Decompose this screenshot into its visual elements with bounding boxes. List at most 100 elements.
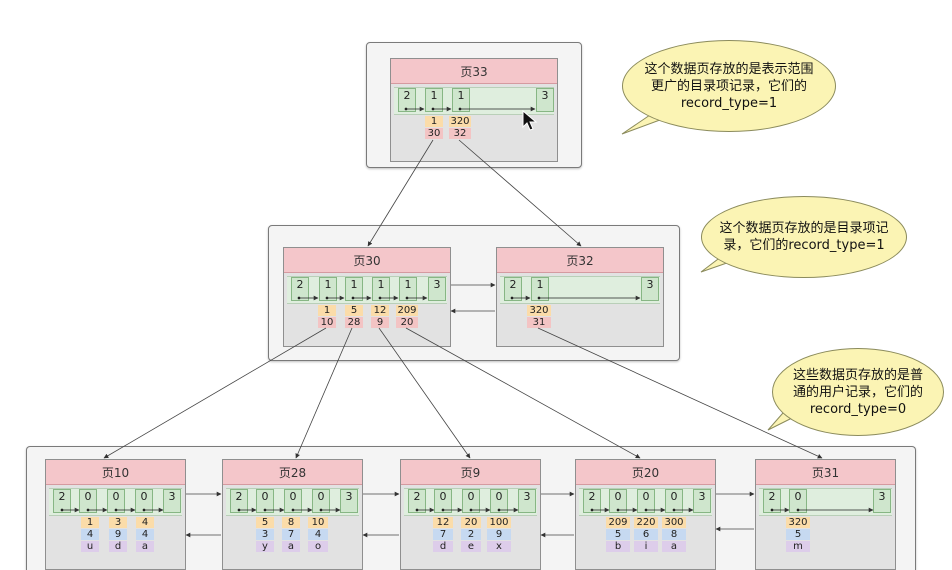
user-record-col-b: 7 [433, 529, 453, 540]
user-record-col-c: y [256, 541, 274, 552]
dir-entry-key: 209 [396, 305, 418, 316]
dir-entry-page: 30 [425, 128, 443, 139]
user-record-col-a: 3 [109, 517, 127, 528]
user-record-col-b: 3 [256, 529, 274, 540]
record: 1 [372, 277, 390, 301]
record-infimum: 2 [504, 277, 522, 301]
callout-root-text: 这个数据页存放的是表示范围更广的目录项记录，它们的record_type=1 [644, 61, 814, 111]
record: 1 [345, 277, 363, 301]
user-record-col-b: 6 [634, 529, 658, 540]
record: 1 [425, 88, 443, 112]
page-28-title: 页28 [223, 460, 362, 485]
user-record-col-b: 4 [81, 529, 99, 540]
user-record-col-b: 2 [461, 529, 481, 540]
dir-entry-key: 1 [425, 116, 443, 127]
record-supremum: 3 [693, 489, 711, 513]
user-record-col-b: 4 [136, 529, 154, 540]
record: 1 [399, 277, 417, 301]
record: 1 [531, 277, 549, 301]
page-31-title: 页31 [756, 460, 895, 485]
user-record-col-c: o [308, 541, 328, 552]
page-9-title: 页9 [401, 460, 540, 485]
record: 0 [79, 489, 97, 513]
record-infimum: 2 [408, 489, 426, 513]
user-record-col-b: 9 [109, 529, 127, 540]
user-record-col-c: a [662, 541, 686, 552]
callout-middle-text: 这个数据页存放的是目录项记录，它们的record_type=1 [719, 221, 889, 253]
user-record-col-a: 209 [606, 517, 630, 528]
user-record-col-a: 220 [634, 517, 658, 528]
callout-leaf-text: 这些数据页存放的是普通的用户记录，它们的record_type=0 [792, 367, 923, 417]
user-record-col-a: 5 [256, 517, 274, 528]
user-record-col-c: i [634, 541, 658, 552]
page-28: 页28 2 0 0 0 3 5 3 y 8 7 a 10 4 o [222, 459, 363, 570]
page-30-title: 页30 [284, 248, 450, 273]
dir-entry-key: 320 [527, 305, 551, 316]
user-record-col-a: 100 [487, 517, 511, 528]
dir-entry-key: 320 [449, 116, 471, 127]
mouse-pointer-icon [522, 110, 538, 131]
page-20-title: 页20 [576, 460, 715, 485]
record-infimum: 2 [398, 88, 416, 112]
record-infimum: 2 [583, 489, 601, 513]
record-supremum: 3 [518, 489, 536, 513]
page-10-title: 页10 [46, 460, 185, 485]
record-infimum: 2 [291, 277, 309, 301]
record: 1 [319, 277, 337, 301]
dir-entry-page: 32 [449, 128, 471, 139]
record: 0 [434, 489, 452, 513]
dir-entry-page: 10 [318, 317, 336, 328]
record: 1 [452, 88, 470, 112]
user-record-col-a: 320 [786, 517, 810, 528]
user-record-col-c: a [282, 541, 300, 552]
user-record-col-a: 300 [662, 517, 686, 528]
page-10: 页10 2 0 0 0 3 1 4 u 3 9 d 4 4 a [45, 459, 186, 570]
user-record-col-b: 9 [487, 529, 511, 540]
callout-leaf-level: 这些数据页存放的是普通的用户记录，它们的record_type=0 [772, 348, 944, 436]
dir-entry-page: 20 [396, 317, 418, 328]
user-record-col-a: 4 [136, 517, 154, 528]
callout-middle-level: 这个数据页存放的是目录项记录，它们的record_type=1 [701, 196, 907, 278]
record: 0 [490, 489, 508, 513]
dir-entry-page: 31 [527, 317, 551, 328]
user-record-col-c: a [136, 541, 154, 552]
user-record-col-a: 12 [433, 517, 453, 528]
user-record-col-c: d [433, 541, 453, 552]
record-infimum: 2 [230, 489, 248, 513]
dir-entry-key: 1 [318, 305, 336, 316]
record: 0 [609, 489, 627, 513]
page-20: 页20 2 0 0 0 3 209 5 b 220 6 i 300 8 a [575, 459, 716, 570]
user-record-col-c: m [786, 541, 810, 552]
user-record-col-c: b [606, 541, 630, 552]
record-supremum: 3 [163, 489, 181, 513]
dir-entry-key: 5 [345, 305, 363, 316]
user-record-col-a: 20 [461, 517, 481, 528]
record: 0 [312, 489, 330, 513]
user-record-col-b: 8 [662, 529, 686, 540]
user-record-col-b: 5 [786, 529, 810, 540]
user-record-col-a: 10 [308, 517, 328, 528]
record-infimum: 2 [763, 489, 781, 513]
user-record-col-b: 5 [606, 529, 630, 540]
record: 0 [665, 489, 683, 513]
dir-entry-key: 12 [371, 305, 389, 316]
record: 0 [107, 489, 125, 513]
user-record-col-a: 1 [81, 517, 99, 528]
record-supremum: 3 [340, 489, 358, 513]
record-supremum: 3 [873, 489, 891, 513]
record: 0 [637, 489, 655, 513]
user-record-col-c: x [487, 541, 511, 552]
tree-pointers [103, 139, 823, 459]
record-supremum: 3 [641, 277, 659, 301]
record-supremum: 3 [428, 277, 446, 301]
sibling-page-links [185, 282, 755, 538]
page-33-title: 页33 [391, 59, 557, 84]
user-record-col-c: d [109, 541, 127, 552]
user-record-col-b: 7 [282, 529, 300, 540]
dir-entry-page: 28 [345, 317, 363, 328]
page-31: 页31 2 0 3 320 5 m [755, 459, 896, 570]
record: 0 [462, 489, 480, 513]
user-record-col-c: u [81, 541, 99, 552]
record-supremum: 3 [536, 88, 554, 112]
record: 0 [789, 489, 807, 513]
